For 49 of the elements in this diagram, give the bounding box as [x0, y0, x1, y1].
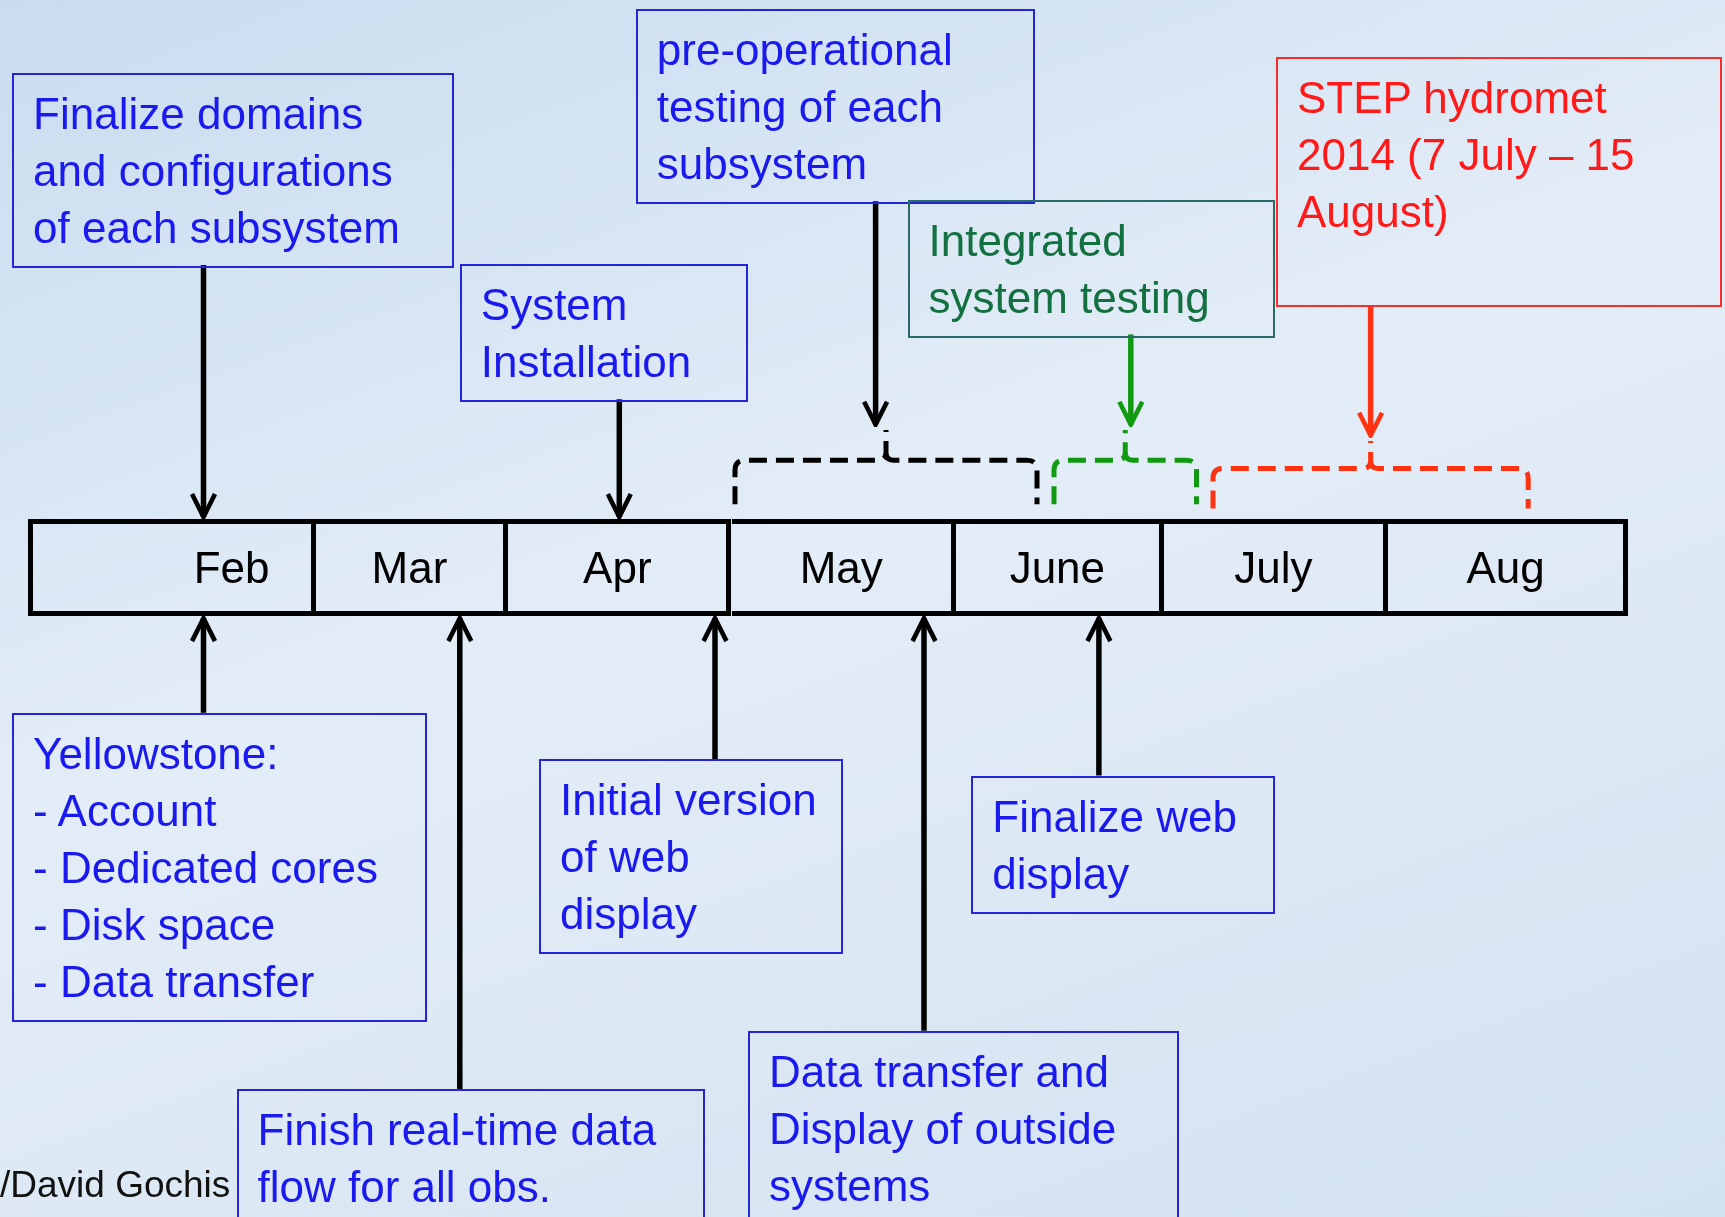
- timeline-segment: [955, 519, 1164, 616]
- note-box: [12, 72, 455, 268]
- month-label: May: [799, 542, 883, 595]
- credit-text: /David Gochis: [0, 1163, 231, 1206]
- timeline-segment: [508, 519, 732, 616]
- arrow: [1356, 306, 1385, 438]
- timeline-segment: [731, 519, 956, 616]
- arrow: [910, 615, 938, 1031]
- note-text: Initial version of web display: [560, 774, 818, 940]
- note-text: Data transfer and Display of outside systems: [769, 1045, 1118, 1212]
- note-text: Finish real-time data flow for all obs.: [257, 1104, 658, 1213]
- note-text: - Disk space: [33, 898, 277, 951]
- note-text: - Dedicated cores: [33, 841, 379, 894]
- timeline-segment: [1388, 519, 1628, 616]
- note-text: pre-operational testing of each subsystem: [656, 23, 954, 190]
- note-box: [635, 8, 1036, 204]
- month-label: Mar: [371, 542, 448, 595]
- note-text: - Data transfer: [33, 955, 316, 1008]
- timeline-segment: [27, 519, 316, 616]
- month-label: June: [1009, 542, 1106, 595]
- arrow: [605, 399, 634, 520]
- arrow: [701, 615, 729, 759]
- note-box: [1276, 57, 1722, 307]
- month-label: Aug: [1466, 542, 1545, 595]
- note-box: [459, 264, 748, 402]
- note-box: [539, 759, 843, 954]
- arrow: [1085, 615, 1113, 776]
- arrow: [189, 265, 218, 520]
- month-label: Apr: [583, 542, 652, 595]
- arrow: [446, 615, 474, 1089]
- note-box: [12, 712, 427, 1022]
- timeline-segment: [315, 519, 509, 616]
- arrow: [189, 615, 218, 713]
- note-text: Finalize web display: [992, 790, 1238, 900]
- note-text: Finalize domains and configurations of each subsystem: [33, 87, 401, 254]
- note-text: - Account: [33, 784, 218, 837]
- arrow: [1117, 334, 1145, 427]
- note-text: Yellowstone:: [33, 727, 280, 780]
- note-box: [748, 1030, 1180, 1217]
- month-label: Feb: [193, 542, 270, 595]
- note-box: [907, 200, 1275, 339]
- note-text: STEP hydromet 2014 (7 July – 15 August): [1297, 72, 1636, 239]
- month-label: July: [1234, 542, 1313, 595]
- note-text: Integrated system testing: [928, 215, 1211, 325]
- timeline-segment: [1163, 519, 1389, 616]
- note-box: [236, 1089, 706, 1217]
- note-text: System Installation: [480, 279, 693, 388]
- note-box: [971, 775, 1275, 914]
- arrow: [861, 201, 890, 427]
